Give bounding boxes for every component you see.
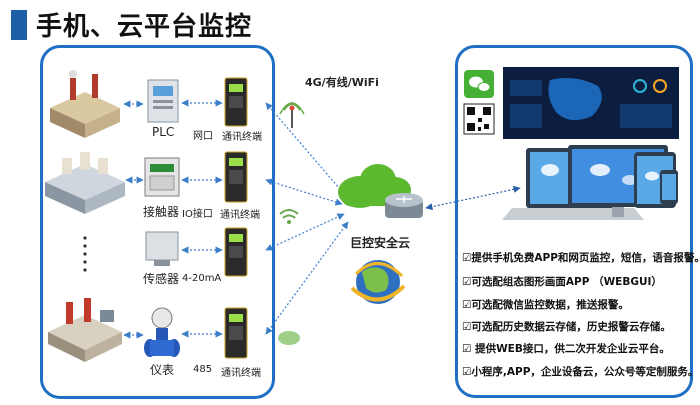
terminal-label: 通讯终端 [220, 210, 260, 221]
wifi-icon [279, 209, 299, 224]
device-label-plc: PLC [152, 125, 175, 139]
link-arrow [265, 102, 346, 196]
title-accent-bar [11, 10, 27, 40]
feature-item: ☑可选配微信监控数据，推送报警。 [462, 299, 629, 311]
link-arrow [265, 213, 345, 251]
terminal-icon [224, 77, 248, 127]
port-label-analog: 4-20mA [182, 273, 222, 284]
port-label-ethernet: 网口 [193, 131, 213, 142]
feature-item: ☑ 提供WEB接口，供二次开发企业云平台。 [462, 343, 670, 355]
factory-icon [50, 70, 120, 138]
router-icon [278, 331, 300, 345]
contactor-icon [144, 157, 180, 197]
device-label-contactor: 接触器 [143, 205, 180, 219]
link-arrow [265, 178, 343, 206]
terminal-icon [224, 307, 248, 359]
phone-icon [660, 170, 678, 204]
ellipsis-dots [83, 236, 87, 272]
feature-item: ☑小程序,APP，企业设备云，公众号等定制服务。 [462, 366, 699, 378]
sensor-icon [145, 231, 179, 266]
plc-icon [147, 79, 179, 123]
terminal-icon [224, 227, 248, 277]
antenna-icon [279, 102, 305, 128]
wechat-icon [464, 70, 494, 98]
port-label-rs485: 485 [193, 364, 213, 375]
network-label: 4G/有线/WiFi [305, 76, 379, 89]
device-label-sensor: 传感器 [143, 272, 180, 286]
port-label-io: IO接口 [182, 209, 213, 220]
factory-icon [45, 152, 125, 214]
dashboard-screen-icon [503, 67, 679, 139]
device-label-meter: 仪表 [150, 363, 175, 377]
cloud-icon [338, 164, 411, 208]
link-arrow [265, 221, 349, 335]
factory-icon [48, 298, 122, 362]
feature-item: ☑可选配历史数据云存储，历史报警云存储。 [462, 321, 671, 333]
terminal-label: 通讯终端 [222, 132, 262, 143]
flow-meter-icon [144, 307, 180, 357]
globe-icon [350, 260, 406, 304]
feature-item: ☑提供手机免费APP和网页监控，短信，语音报警。 [462, 252, 700, 264]
link-arrow [425, 185, 521, 211]
gateway-router-icon [385, 193, 423, 218]
cloud-label: 巨控安全云 [350, 236, 411, 250]
terminal-icon [224, 151, 248, 203]
terminal-label: 通讯终端 [221, 368, 261, 379]
feature-item: ☑可选配组态图形画面APP （WEBGUI） [462, 276, 662, 288]
page-title: 手机、云平台监控 [36, 12, 253, 42]
qr-code-icon [463, 103, 495, 135]
